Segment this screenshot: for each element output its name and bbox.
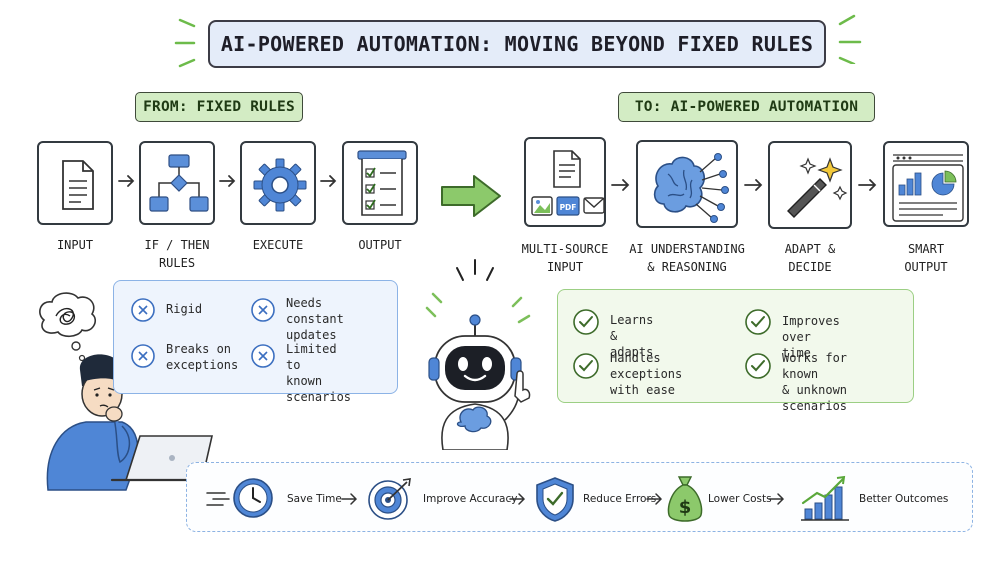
flow-arrow-icon xyxy=(611,179,630,191)
flow-arrow-icon xyxy=(744,179,763,191)
benefit-label: Reduce Errors xyxy=(583,493,657,505)
benefit-label: Better Outcomes xyxy=(859,493,949,505)
x-circle-icon xyxy=(251,344,275,368)
flowchart-icon xyxy=(149,154,209,212)
from-step-label: EXECUTE xyxy=(252,238,304,252)
transition-arrow-icon xyxy=(441,175,501,217)
svg-text:$: $ xyxy=(679,497,692,518)
to-step-label: AI UNDERSTANDING& REASONING xyxy=(629,242,745,274)
dashboard-icon xyxy=(892,154,964,222)
money-bag-icon: $ xyxy=(667,476,703,522)
check-circle-icon xyxy=(745,309,771,335)
to-section-header: TO: AI-POWERED AUTOMATION xyxy=(618,92,875,122)
benefit-label: Save Time xyxy=(287,493,342,505)
gear-icon xyxy=(253,158,307,212)
to-step-smart-output xyxy=(883,141,969,227)
checklist-icon xyxy=(357,150,407,216)
benefits-bar: Save Time Improve Accuracy Reduce Errors… xyxy=(186,462,973,532)
growth-chart-icon xyxy=(801,475,849,521)
title-sparkle-left-icon xyxy=(174,18,196,68)
benefit-reduce-errors: Reduce Errors xyxy=(533,463,673,533)
multi-source-icon: PDF xyxy=(531,150,605,216)
check-circle-icon xyxy=(573,353,599,379)
from-step-execute xyxy=(240,141,316,225)
from-step-rules xyxy=(139,141,215,225)
check-circle-icon xyxy=(573,309,599,335)
to-step-adapt xyxy=(768,141,852,229)
to-step-ai-understanding xyxy=(636,140,738,228)
to-step-label: ADAPT &DECIDE xyxy=(784,242,836,274)
benefit-arrow-icon xyxy=(646,493,663,505)
advantages-panel: Learns & adapts Improves over time Handl… xyxy=(557,289,914,413)
confused-person-illustration xyxy=(46,354,214,491)
benefit-label: Improve Accuracy xyxy=(423,493,518,505)
document-icon xyxy=(62,160,94,210)
flow-arrow-icon xyxy=(320,175,337,187)
x-circle-icon xyxy=(251,298,275,322)
page-title: AI-POWERED AUTOMATION: MOVING BEYOND FIX… xyxy=(208,20,826,68)
from-step-label: INPUT xyxy=(56,238,94,252)
thought-bubble-icon xyxy=(39,292,97,362)
clock-icon xyxy=(233,478,273,518)
brain-network-icon xyxy=(653,153,729,223)
magic-wand-icon xyxy=(787,157,848,218)
from-step-label: OUTPUT xyxy=(358,238,402,252)
from-section-header: FROM: FIXED RULES xyxy=(135,92,303,122)
title-sparkle-right-icon xyxy=(838,14,862,64)
shield-check-icon xyxy=(536,477,574,522)
benefit-label: Lower Costs xyxy=(708,493,772,505)
benefit-improve-accuracy: Improve Accuracy xyxy=(367,463,517,533)
benefit-arrow-icon xyxy=(341,493,358,505)
robot-illustration xyxy=(425,259,531,450)
from-step-output xyxy=(342,141,418,225)
x-circle-icon xyxy=(131,344,155,368)
svg-text:PDF: PDF xyxy=(560,203,577,212)
speed-lines-icon xyxy=(206,492,230,506)
check-circle-icon xyxy=(745,353,771,379)
benefit-arrow-icon xyxy=(509,493,526,505)
benefit-arrow-icon xyxy=(768,493,785,505)
from-step-input xyxy=(37,141,113,225)
flow-arrow-icon xyxy=(118,175,135,187)
x-circle-icon xyxy=(131,298,155,322)
benefit-better-outcomes: Better Outcomes xyxy=(799,463,969,533)
to-step-multi-source: PDF xyxy=(524,137,606,227)
flow-arrow-icon xyxy=(219,175,236,187)
benefit-save-time: Save Time xyxy=(231,463,371,533)
benefit-lower-costs: $ Lower Costs xyxy=(665,463,785,533)
target-icon xyxy=(368,478,411,520)
flow-arrow-icon xyxy=(858,179,877,191)
